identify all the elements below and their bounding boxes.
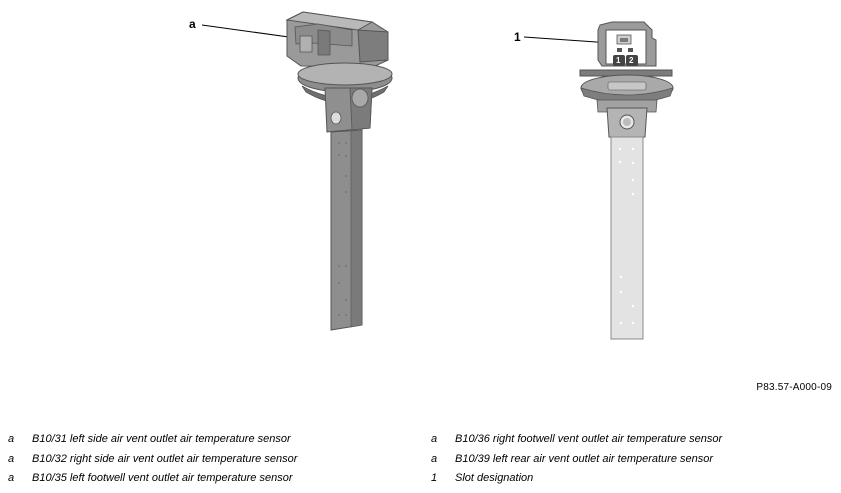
legend-key: a (8, 472, 15, 484)
legend-item: a B10/31 left side air vent outlet air t… (8, 430, 408, 450)
left-sensor-drawing (201, 11, 393, 331)
slot-number-1: 1 (616, 56, 621, 65)
legend-text: B10/31 left side air vent outlet air tem… (32, 433, 291, 445)
legend-text: B10/35 left footwell vent outlet air tem… (32, 472, 293, 484)
legend-item: a B10/35 left footwell vent outlet air t… (8, 469, 408, 489)
legend-text: B10/32 right side air vent outlet air te… (32, 452, 298, 465)
slot-number-2: 2 (629, 56, 634, 65)
legend-item: a B10/36 right footwell vent outlet air … (431, 430, 831, 450)
legend-key: a (431, 433, 438, 445)
legend-item: a B10/32 right side air vent outlet air … (8, 450, 408, 470)
callout-1-label: 1 (514, 30, 521, 44)
callout-1-leader (523, 36, 612, 44)
legend-left-column: a B10/31 left side air vent outlet air t… (8, 430, 408, 489)
legend-key: a (431, 452, 438, 465)
legend-text: B10/39 left rear air vent outlet air tem… (455, 452, 714, 465)
legend-text: Slot designation (455, 472, 534, 484)
callout-a-leader (201, 24, 297, 39)
sensor-illustration (201, 11, 674, 340)
legend-text: B10/36 right footwell vent outlet air te… (455, 433, 723, 445)
legend-key: a (8, 433, 15, 445)
legend-key: 1 (431, 472, 438, 484)
legend-right-column: a B10/36 right footwell vent outlet air … (431, 430, 831, 489)
right-sensor-drawing (523, 21, 674, 340)
callout-a-label: a (189, 17, 196, 31)
figure-id: P83.57-A000-09 (756, 382, 832, 393)
legend-item: a B10/39 left rear air vent outlet air t… (431, 450, 831, 470)
legend-item: 1 Slot designation (431, 469, 831, 489)
legend-key: a (8, 452, 15, 465)
